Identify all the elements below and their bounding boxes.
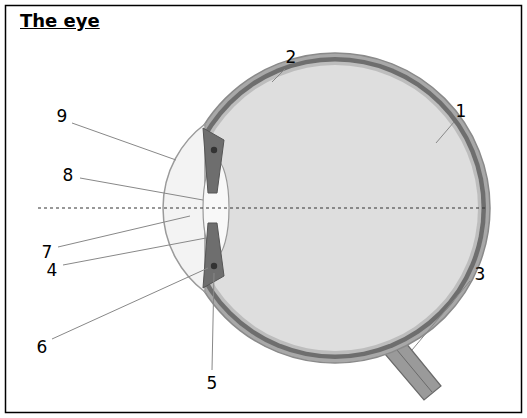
diagram-title: The eye — [20, 10, 100, 31]
ciliary-dot — [211, 147, 217, 153]
callout-number: 4 — [47, 262, 58, 279]
leader-lines — [52, 69, 470, 370]
callout-number: 6 — [37, 339, 48, 356]
iris-upper — [203, 128, 224, 193]
callout-number: 8 — [63, 167, 74, 184]
frame-border — [6, 6, 522, 413]
optical-axis — [38, 207, 487, 208]
callout-number: 2 — [286, 49, 297, 66]
callout-number: 5 — [207, 375, 218, 392]
callout-number: 1 — [456, 103, 467, 120]
callout-number: 3 — [475, 266, 486, 283]
callout-number: 9 — [57, 108, 68, 125]
ciliary-dot — [211, 263, 217, 269]
callout-number: 7 — [42, 244, 53, 261]
